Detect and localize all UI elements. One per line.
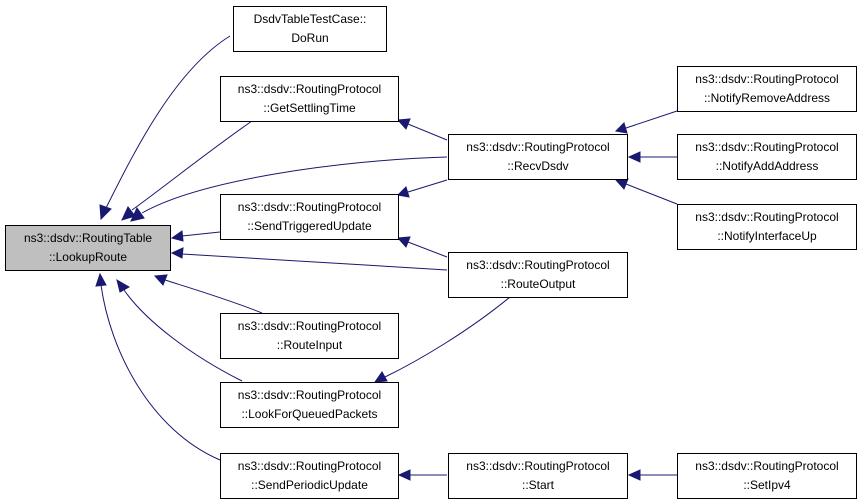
edge-routeoutput-to-sendtriggered xyxy=(407,241,448,258)
edge-start-to-sendperiodic-arrowhead xyxy=(397,469,411,481)
edge-notifyinterfaceup-to-recvdsdv-arrowhead xyxy=(614,178,629,190)
edge-routeinput-to-lookuproute-arrowhead xyxy=(153,274,168,286)
node-do-run[interactable]: DsdvTableTestCase:: DoRun xyxy=(233,6,387,52)
node-route-output[interactable]: ns3::dsdv::RoutingProtocol ::RouteOutput xyxy=(448,252,628,298)
node-set-ipv4-line1: ns3::dsdv::RoutingProtocol xyxy=(695,459,839,473)
node-start-line2: ::Start xyxy=(521,478,554,492)
node-lookup-route-line2: ::LookupRoute xyxy=(48,250,128,264)
node-get-settling-time-line1: ns3::dsdv::RoutingProtocol xyxy=(237,82,382,96)
node-notify-add-address-line2: ::NotifyAddAddress xyxy=(715,159,819,173)
node-send-periodic-update-line2: ::SendPeriodicUpdate xyxy=(251,478,368,492)
edge-recvdsdv-to-sendtriggered xyxy=(407,179,448,193)
edge-dorun-to-lookuproute-arrowhead xyxy=(99,204,112,221)
node-notify-interface-up[interactable]: ns3::dsdv::RoutingProtocol ::NotifyInter… xyxy=(677,204,857,250)
node-route-input-line1: ns3::dsdv::RoutingProtocol xyxy=(237,319,382,333)
node-set-ipv4[interactable]: ns3::dsdv::RoutingProtocol ::SetIpv4 xyxy=(677,453,857,499)
node-look-for-queued-packets-line2: ::LookForQueuedPackets xyxy=(241,407,378,421)
node-route-output-line1: ns3::dsdv::RoutingProtocol xyxy=(466,258,610,272)
node-start-line1: ns3::dsdv::RoutingProtocol xyxy=(466,459,610,473)
node-notify-interface-up-line1: ns3::dsdv::RoutingProtocol xyxy=(695,210,839,224)
edge-sendtriggered-to-lookuproute-arrowhead xyxy=(170,230,184,242)
node-send-triggered-update[interactable]: ns3::dsdv::RoutingProtocol ::SendTrigger… xyxy=(220,194,399,240)
edge-routeoutput-to-lookuproute xyxy=(181,253,448,271)
node-look-for-queued-packets[interactable]: ns3::dsdv::RoutingProtocol ::LookForQueu… xyxy=(220,382,399,428)
edge-recvdsdv-to-getsettlingtime-arrowhead xyxy=(396,118,411,130)
edge-lookforqueued-to-lookuproute-arrowhead xyxy=(116,278,131,293)
edge-sendperiodic-to-lookuproute-arrowhead xyxy=(95,272,107,287)
node-get-settling-time[interactable]: ns3::dsdv::RoutingProtocol ::GetSettling… xyxy=(220,76,399,122)
edge-notifyremove-to-recvdsdv xyxy=(625,110,678,129)
node-route-input-line2: ::RouteInput xyxy=(276,338,343,352)
node-route-output-line2: ::RouteOutput xyxy=(500,277,576,291)
node-notify-remove-address-line1: ns3::dsdv::RoutingProtocol xyxy=(695,72,839,86)
node-lookup-route: ns3::dsdv::RoutingTable ::LookupRoute xyxy=(5,225,171,271)
edge-notifyadd-to-recvdsdv-arrowhead xyxy=(627,151,641,163)
node-recv-dsdv-line1: ns3::dsdv::RoutingProtocol xyxy=(466,140,610,154)
node-notify-interface-up-line2: ::NotifyInterfaceUp xyxy=(717,229,817,243)
edge-setipv4-to-start-arrowhead xyxy=(627,469,641,481)
edge-getsettlingtime-to-lookuproute-arrowhead xyxy=(121,206,136,221)
node-do-run-line2: DoRun xyxy=(291,31,329,45)
node-notify-add-address[interactable]: ns3::dsdv::RoutingProtocol ::NotifyAddAd… xyxy=(677,134,857,180)
edge-recvdsdv-to-sendtriggered-arrowhead xyxy=(396,186,410,198)
edge-sendperiodic-to-lookuproute xyxy=(100,284,221,461)
node-send-triggered-update-line1: ns3::dsdv::RoutingProtocol xyxy=(237,200,382,214)
edge-recvdsdv-to-lookuproute-arrowhead xyxy=(130,207,145,222)
edge-recvdsdv-to-getsettlingtime xyxy=(407,123,448,141)
node-do-run-line1: DsdvTableTestCase:: xyxy=(253,12,367,26)
edge-routeinput-to-lookuproute xyxy=(164,279,263,314)
edge-sendtriggered-to-lookuproute xyxy=(181,231,221,237)
edge-getsettlingtime-to-lookuproute xyxy=(131,120,253,211)
node-notify-remove-address[interactable]: ns3::dsdv::RoutingProtocol ::NotifyRemov… xyxy=(677,66,857,112)
edge-routeoutput-to-lookuproute-arrowhead xyxy=(170,247,184,259)
node-send-periodic-update-line1: ns3::dsdv::RoutingProtocol xyxy=(237,459,382,473)
node-recv-dsdv[interactable]: ns3::dsdv::RoutingProtocol ::RecvDsdv xyxy=(448,134,628,180)
edge-routeoutput-to-lookforqueued-arrowhead xyxy=(373,371,388,383)
node-notify-remove-address-line2: ::NotifyRemoveAddress xyxy=(703,91,831,105)
node-notify-add-address-line1: ns3::dsdv::RoutingProtocol xyxy=(695,140,839,154)
edge-dorun-to-lookuproute xyxy=(105,35,231,209)
node-lookup-route-line1: ns3::dsdv::RoutingTable xyxy=(23,231,153,245)
node-send-periodic-update[interactable]: ns3::dsdv::RoutingProtocol ::SendPeriodi… xyxy=(220,453,399,499)
edge-notifyremove-to-recvdsdv-arrowhead xyxy=(614,122,628,134)
edge-lookforqueued-to-lookuproute xyxy=(123,289,243,382)
node-set-ipv4-line2: ::SetIpv4 xyxy=(743,478,791,492)
node-start[interactable]: ns3::dsdv::RoutingProtocol ::Start xyxy=(448,453,628,499)
node-look-for-queued-packets-line1: ns3::dsdv::RoutingProtocol xyxy=(237,388,382,402)
node-send-triggered-update-line2: ::SendTriggeredUpdate xyxy=(247,219,372,233)
node-get-settling-time-line2: ::GetSettlingTime xyxy=(263,101,356,115)
node-route-input[interactable]: ns3::dsdv::RoutingProtocol ::RouteInput xyxy=(220,313,399,359)
edge-notifyinterfaceup-to-recvdsdv xyxy=(625,183,678,205)
edge-routeoutput-to-sendtriggered-arrowhead xyxy=(396,236,411,248)
edge-routeoutput-to-lookforqueued xyxy=(384,296,511,378)
node-recv-dsdv-line2: ::RecvDsdv xyxy=(507,159,569,173)
edge-recvdsdv-to-lookuproute xyxy=(141,156,448,214)
